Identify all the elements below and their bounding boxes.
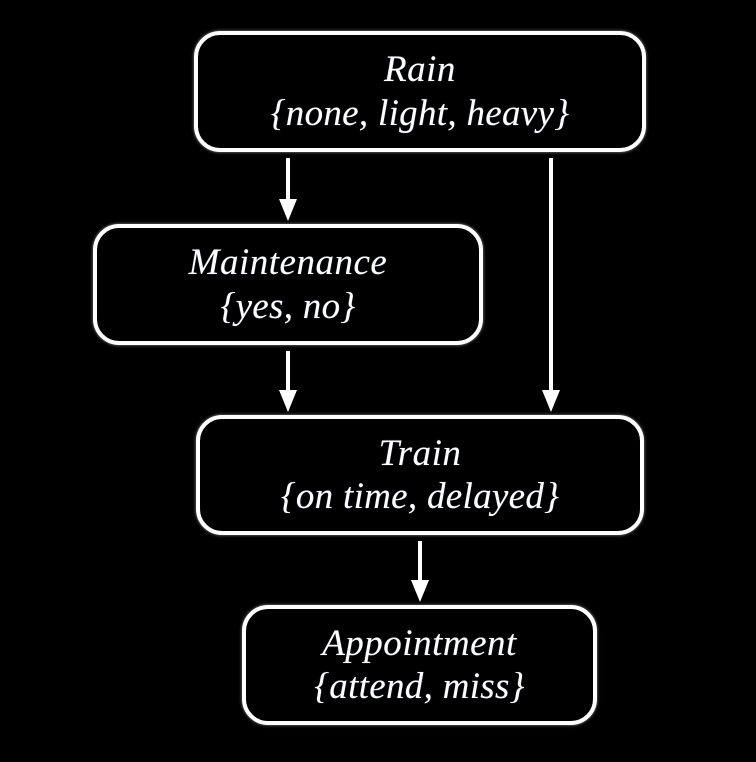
edge-maintenance-to-train xyxy=(279,351,297,412)
node-maintenance[interactable]: Maintenance {yes, no} xyxy=(93,224,483,345)
node-rain-title: Rain xyxy=(384,49,456,91)
edge-rain-to-maintenance xyxy=(279,158,297,221)
node-rain-states: {none, light, heavy} xyxy=(270,92,570,134)
node-train-title: Train xyxy=(378,432,462,474)
node-maintenance-states: {yes, no} xyxy=(220,285,356,327)
edge-train-to-appointment xyxy=(411,541,429,602)
node-train[interactable]: Train {on time, delayed} xyxy=(196,415,644,535)
node-maintenance-title: Maintenance xyxy=(188,242,388,284)
node-train-states: {on time, delayed} xyxy=(280,476,560,517)
node-appointment-states: {attend, miss} xyxy=(314,666,525,707)
node-rain[interactable]: Rain {none, light, heavy} xyxy=(194,31,646,152)
node-appointment[interactable]: Appointment {attend, miss} xyxy=(242,605,597,725)
node-appointment-title: Appointment xyxy=(322,622,517,664)
edge-rain-to-train xyxy=(542,158,560,412)
